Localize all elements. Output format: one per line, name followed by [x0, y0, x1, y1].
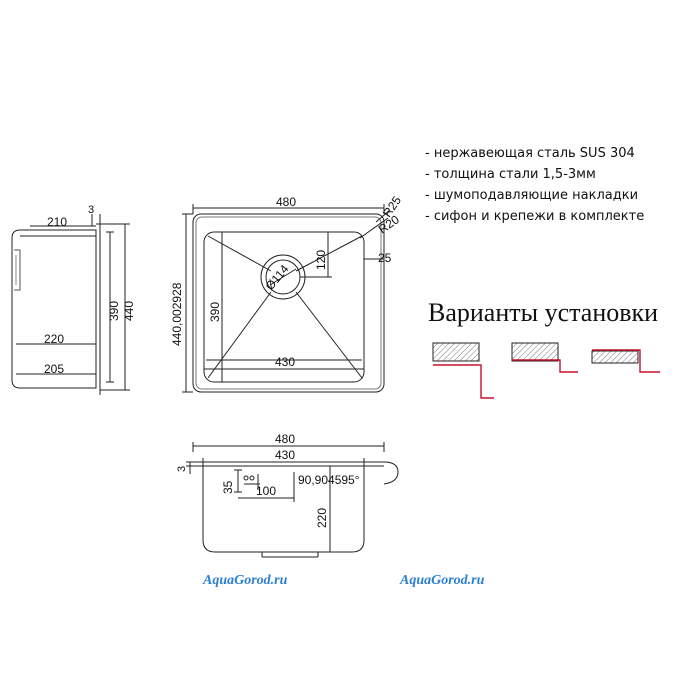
- front-100-label: 100: [256, 484, 276, 498]
- spec-item: - сифон и крепежи в комплекте: [425, 209, 645, 224]
- front-3-label: 3: [176, 466, 188, 472]
- spec-item: - нержавеющая сталь SUS 304: [425, 146, 635, 161]
- spec-item: - шумоподавляющие накладки: [425, 188, 639, 203]
- top-25-label: 25: [378, 251, 392, 265]
- top-480-label: 480: [276, 195, 296, 209]
- top-view-outer-rim: [192, 213, 385, 393]
- top-390-label: 390: [208, 302, 222, 322]
- front-220-label: 220: [315, 508, 329, 528]
- side-view-body: [11, 229, 97, 389]
- top-120-label: 120: [314, 250, 328, 270]
- side-440-label: 440: [122, 301, 136, 321]
- install-variant-flush: [432, 342, 494, 399]
- top-view: [182, 204, 391, 393]
- side-210-label: 210: [47, 215, 67, 229]
- top-r20-label: R20: [376, 212, 402, 236]
- top-114-label: Ø114: [263, 262, 292, 293]
- front-430-label: 430: [275, 448, 295, 462]
- top-430-label: 430: [275, 355, 295, 369]
- side-220-label: 220: [44, 332, 64, 346]
- spec-item: - толщина стали 1,5-3мм: [425, 167, 596, 182]
- watermark-left: AquaGorod.ru: [203, 573, 288, 588]
- install-variant-overmount: [591, 349, 660, 373]
- side-390-label: 390: [107, 301, 121, 321]
- front-35-label: 35: [221, 480, 235, 494]
- install-variants-title: Варианты установки: [428, 298, 659, 327]
- front-480-label: 480: [275, 432, 295, 446]
- front-view-clip-icon: [243, 474, 260, 490]
- front-view: [186, 442, 399, 558]
- front-angle-label: 90,904595°: [298, 473, 360, 487]
- front-view-top-plate: [190, 461, 399, 485]
- top-440-label: 440,002928: [170, 282, 184, 346]
- install-variant-undermount: [511, 342, 578, 373]
- side-view: [11, 214, 130, 395]
- side-205-label: 205: [44, 362, 64, 376]
- front-view-bowl: [202, 466, 365, 553]
- spec-list: - нержавеющая сталь SUS 304 - толщина ст…: [425, 143, 644, 227]
- side-3-label: 3: [88, 204, 94, 216]
- watermark-right: AquaGorod.ru: [400, 573, 485, 588]
- top-view-bowl: [203, 231, 365, 383]
